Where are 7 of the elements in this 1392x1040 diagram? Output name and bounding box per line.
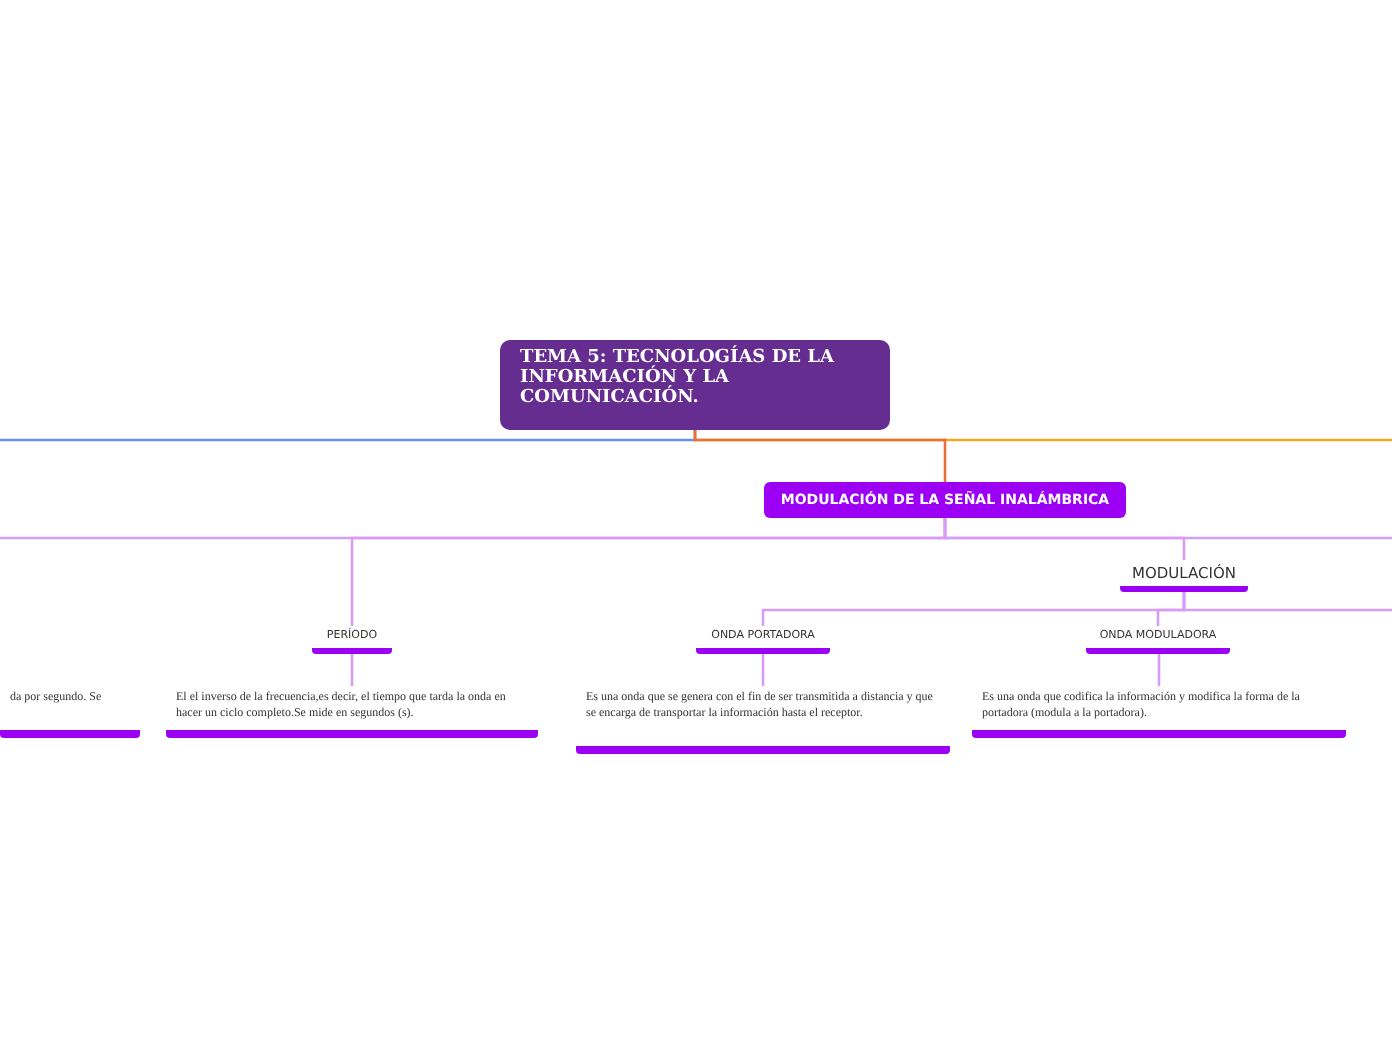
connector-line — [761, 654, 765, 686]
connector-line — [1156, 592, 1186, 626]
root-topic-box: TEMA 5: TECNOLOGÍAS DE LA INFORMACIÓN Y LA COMUNICACIÓN. — [500, 340, 890, 430]
connector-line — [693, 430, 947, 482]
connector-line — [943, 518, 1186, 560]
connector-line — [1156, 652, 1161, 686]
connector-line — [350, 654, 354, 686]
